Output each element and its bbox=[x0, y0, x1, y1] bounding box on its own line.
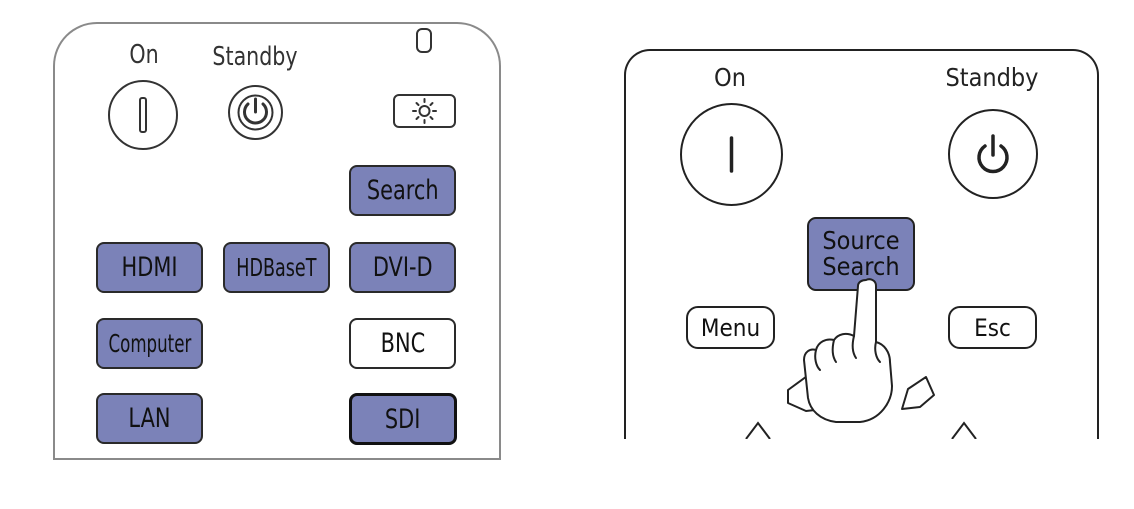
on-button[interactable] bbox=[108, 80, 178, 150]
esc-button[interactable]: Esc bbox=[948, 306, 1037, 349]
hdmi-button[interactable]: HDMI bbox=[96, 242, 203, 293]
power-standby-icon bbox=[977, 134, 1009, 174]
bnc-button-label: BNC bbox=[380, 328, 425, 359]
search-button[interactable]: Search bbox=[349, 165, 456, 216]
sdi-button-label: SDI bbox=[385, 403, 421, 435]
standby-label: Standby bbox=[212, 42, 298, 72]
hdbaset-button[interactable]: HDBaseT bbox=[223, 242, 330, 293]
lan-button-label: LAN bbox=[128, 403, 171, 434]
esc-button-label: Esc bbox=[974, 313, 1011, 342]
computer-button-label: Computer bbox=[108, 329, 191, 358]
menu-button[interactable]: Menu bbox=[686, 306, 775, 349]
left-remote-casing bbox=[53, 22, 501, 460]
left-remote-bottom-edge bbox=[53, 458, 501, 460]
power-standby-icon bbox=[237, 94, 274, 131]
dvid-button-label: DVI-D bbox=[372, 252, 433, 283]
on-label-right: On bbox=[714, 63, 746, 92]
source-search-label-line2: Search bbox=[822, 252, 900, 281]
power-on-icon bbox=[729, 136, 734, 173]
menu-button-label: Menu bbox=[700, 313, 761, 342]
computer-button[interactable]: Computer bbox=[96, 318, 203, 369]
pointing-hand-icon bbox=[803, 278, 893, 423]
indicator-light-icon bbox=[416, 28, 432, 53]
lan-button[interactable]: LAN bbox=[96, 393, 203, 444]
hdbaset-button-label: HDBaseT bbox=[236, 253, 317, 282]
power-on-icon bbox=[139, 97, 147, 133]
standby-button[interactable] bbox=[228, 85, 283, 140]
dvid-button[interactable]: DVI-D bbox=[349, 242, 456, 293]
search-button-label: Search bbox=[366, 175, 439, 206]
bnc-button[interactable]: BNC bbox=[349, 318, 456, 369]
source-search-label-line1: Source bbox=[822, 226, 900, 255]
standby-label-right: Standby bbox=[945, 63, 1039, 92]
on-button-right[interactable] bbox=[680, 103, 783, 206]
hdmi-button-label: HDMI bbox=[121, 252, 178, 283]
standby-button-right[interactable] bbox=[948, 109, 1038, 199]
source-search-button[interactable]: Source Search bbox=[807, 217, 915, 291]
light-button[interactable] bbox=[393, 94, 456, 128]
sdi-button[interactable]: SDI bbox=[349, 393, 457, 445]
sun-icon bbox=[412, 98, 437, 124]
on-label: On bbox=[129, 40, 159, 70]
